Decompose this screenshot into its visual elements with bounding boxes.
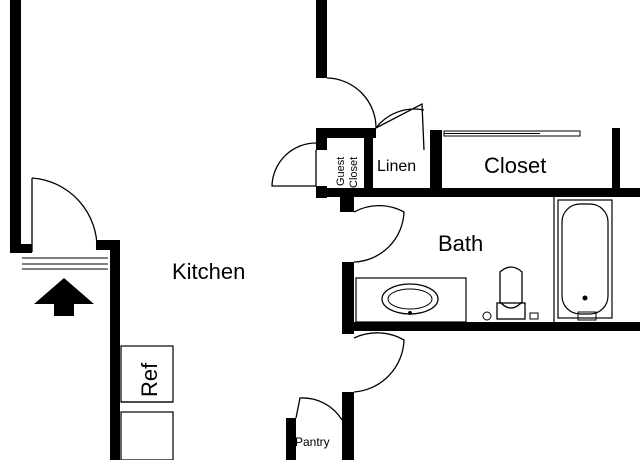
entry-door[interactable] xyxy=(31,177,98,252)
lower-room-door[interactable] xyxy=(353,332,405,393)
guest-closet-label-line1: Guest xyxy=(335,157,347,186)
walls xyxy=(10,0,640,460)
pantry-door[interactable] xyxy=(295,397,343,421)
left-wall-return xyxy=(10,244,32,253)
sink-icon xyxy=(381,283,439,315)
bath-left-wall xyxy=(342,262,354,334)
pantry-left-wall xyxy=(286,418,296,460)
closet-top-wall-left xyxy=(316,128,376,138)
bath-label: Bath xyxy=(438,231,483,256)
closet-bath-wall xyxy=(316,188,640,197)
guest-closet-left-wall-upper xyxy=(316,128,327,150)
linen-label: Linen xyxy=(377,158,416,175)
kitchen-label: Kitchen xyxy=(172,259,245,284)
guest-linen-divider xyxy=(364,138,373,192)
bath-door-jamb-top xyxy=(340,188,354,212)
counter-unit xyxy=(120,411,174,460)
bathtub-icon xyxy=(557,199,613,321)
left-wall xyxy=(10,0,21,252)
closet-label: Closet xyxy=(484,153,546,178)
entry-right-wall-cap xyxy=(96,240,120,250)
arrow-up-icon xyxy=(34,278,94,316)
top-center-wall xyxy=(316,0,327,78)
doors xyxy=(22,77,425,421)
pantry-label: Pantry xyxy=(295,435,330,449)
bath-door[interactable] xyxy=(353,205,405,263)
bath-fixtures xyxy=(355,199,613,323)
bath-bottom-wall xyxy=(342,322,640,331)
kitchen-left-wall xyxy=(110,240,120,460)
ref-label: Ref xyxy=(137,362,162,397)
pantry-right-wall xyxy=(342,392,354,460)
toilet-icon xyxy=(482,266,539,321)
guest-closet-label-line2: Closet xyxy=(348,157,360,188)
guest-closet-door[interactable] xyxy=(271,142,317,187)
vanity-counter xyxy=(355,277,467,323)
linen-closet-divider xyxy=(430,130,442,192)
top-room-door[interactable] xyxy=(326,77,377,129)
closet-right-wall xyxy=(612,128,620,192)
linen-door[interactable] xyxy=(375,102,425,151)
